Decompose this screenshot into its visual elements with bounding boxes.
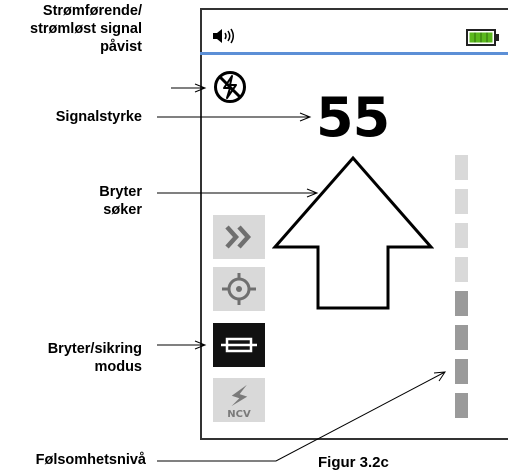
fast-forward-icon: [225, 225, 252, 249]
target-icon: [222, 273, 256, 305]
sensitivity-bar: [455, 325, 468, 350]
label-breaker-mode: Bryter/sikring modus: [47, 341, 142, 375]
label-breaker-finder: Bryter søker: [99, 184, 142, 218]
ncv-label: NCV: [227, 409, 251, 420]
sensitivity-bar: [455, 189, 468, 214]
sensitivity-bar: [455, 393, 468, 418]
signal-strength-value: 55: [316, 86, 390, 149]
pointer-breaker-mode-head: [194, 340, 207, 350]
pointer-signal-strength-head: [299, 112, 312, 122]
header-divider: [200, 52, 508, 55]
target-button[interactable]: [213, 267, 265, 311]
pointer-sensitivity-head: [433, 371, 446, 382]
breaker-fuse-button[interactable]: [213, 323, 265, 367]
figure-caption: Figur 3.2c: [318, 454, 389, 471]
fast-forward-button[interactable]: [213, 215, 265, 259]
sensitivity-bar: [455, 359, 468, 384]
pointer-signal-status-head: [194, 83, 207, 93]
breaker-fuse-icon: [221, 337, 257, 353]
sensitivity-bar: [455, 291, 468, 316]
label-sensitivity: Følsomhetsnivå: [35, 452, 146, 468]
pointer-breaker-finder-head: [306, 188, 319, 198]
sensitivity-bar: [455, 155, 468, 180]
speaker-icon[interactable]: [212, 27, 236, 45]
sensitivity-bar: [455, 257, 468, 282]
ncv-button[interactable]: NCV: [213, 378, 265, 422]
no-voltage-icon: [214, 71, 246, 103]
label-signal-strength: Signalstyrke: [55, 109, 142, 125]
sensitivity-bar: [455, 223, 468, 248]
pointer-sensitivity: [157, 371, 446, 462]
ncv-icon: [231, 384, 248, 407]
label-signal-status: Strømførende/ strømløst signal påvist: [30, 3, 142, 55]
battery-icon: [466, 29, 499, 46]
arrow-up-icon: [272, 155, 434, 310]
